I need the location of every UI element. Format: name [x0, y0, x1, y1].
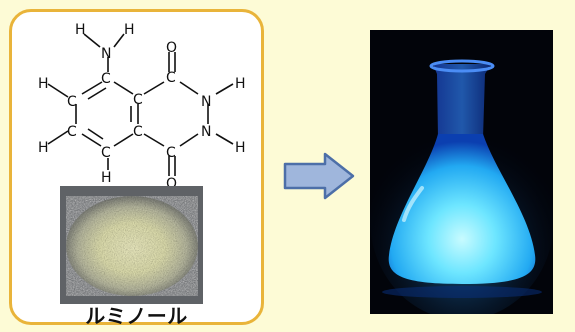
atom-h-n-upper: H	[235, 76, 246, 92]
luminol-structural-formula: H H N O H C C C C N H C C N H H C C H O	[38, 22, 246, 192]
atom-n-upper: N	[201, 94, 211, 110]
atom-c-ring-bottom: C	[101, 145, 111, 161]
atom-h-amine-right: H	[124, 22, 135, 38]
atom-o-top: O	[166, 40, 177, 56]
glowing-flask-photo	[370, 30, 553, 314]
luminol-panel: H H N O H C C C C N H C C N H H C C H O	[9, 9, 264, 328]
atom-c-carbonyl-top: C	[166, 70, 176, 86]
atom-n-lower: N	[201, 124, 211, 140]
caption-luminol: ルミノール	[85, 304, 188, 328]
atom-h-amine-left: H	[75, 22, 86, 38]
right-arrow-icon	[283, 152, 355, 200]
atom-c-ring-bottom-left: C	[67, 124, 77, 140]
atom-o-bottom: O	[166, 176, 177, 192]
atom-h-ring-top: H	[38, 76, 49, 92]
luminol-powder-photo	[60, 186, 203, 304]
atom-c-fused-bottom: C	[133, 124, 143, 140]
atom-c-fused-top: C	[133, 92, 143, 108]
atom-c-ring-top-left: C	[67, 94, 77, 110]
atom-h-ring-lowest: H	[101, 170, 112, 186]
atom-h-ring-bottom: H	[38, 140, 49, 156]
atom-n-amine: N	[101, 46, 111, 62]
atom-h-n-lower: H	[235, 140, 246, 156]
atom-c-amine: C	[101, 71, 111, 87]
atom-c-carbonyl-bottom: C	[166, 145, 176, 161]
